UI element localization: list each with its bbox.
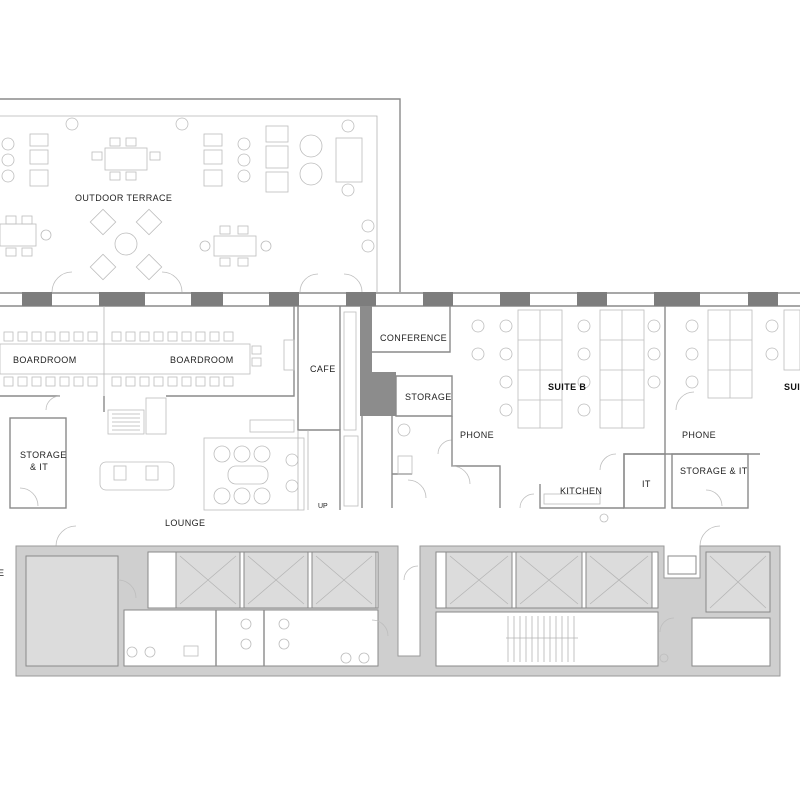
storage-room: STORAGE	[372, 372, 453, 417]
window-pier	[423, 292, 453, 306]
terrace-furniture	[0, 117, 375, 293]
suite-b-workstations	[471, 309, 661, 429]
window-pier	[577, 292, 607, 306]
restroom-suite-b	[361, 416, 453, 508]
lounge-label: LOUNGE	[165, 518, 205, 528]
conference-room: CONFERENCE	[360, 306, 451, 416]
phone-1-label: PHONE	[460, 430, 494, 440]
kitchen-label: KITCHEN	[560, 486, 602, 496]
storage-it-left-label-line1: STORAGE	[20, 450, 67, 460]
phone-room-2: PHONE	[665, 391, 760, 455]
core-room-left	[25, 555, 119, 667]
window-pier	[22, 292, 52, 306]
storage-it-right-label: STORAGE & IT	[680, 466, 748, 476]
cafe-label: CAFE	[310, 364, 336, 374]
window-pier	[748, 292, 778, 306]
kitchen-room: KITCHEN	[539, 453, 624, 523]
building-perimeter	[0, 292, 800, 307]
boardroom-1-label: BOARDROOM	[13, 355, 77, 365]
boardroom-2-label: BOARDROOM	[170, 355, 234, 365]
elevator-bank-right	[445, 551, 653, 609]
core-stairs	[435, 611, 659, 667]
lounge-furniture	[99, 419, 305, 511]
edge-cut-label: E	[0, 568, 4, 578]
phone-2-label: PHONE	[682, 430, 716, 440]
elevator-bank-left	[175, 551, 377, 609]
window-pier	[346, 292, 376, 306]
window-pier	[500, 292, 530, 306]
conference-label: CONFERENCE	[380, 333, 447, 343]
stair-up-label: UP	[318, 503, 328, 510]
boardroom-chairs	[3, 331, 262, 387]
storage-it-left-label-line2: & IT	[30, 462, 48, 472]
suite-right-label: SUIT	[784, 382, 800, 392]
suite-b-area: SUITE B	[471, 306, 666, 508]
lounge-area: LOUNGE	[99, 419, 305, 528]
phone-room-1: PHONE	[451, 416, 501, 508]
restrooms-core	[123, 609, 389, 667]
suite-right-area: SUIT	[685, 309, 800, 399]
suite-b-label: SUITE B	[548, 382, 586, 392]
storage-it-right-room: STORAGE & IT	[671, 453, 749, 509]
outdoor-terrace-label: OUTDOOR TERRACE	[75, 193, 172, 203]
it-label: IT	[642, 479, 651, 489]
suite-right-workstations	[685, 309, 800, 399]
outdoor-terrace-area: OUTDOOR TERRACE	[0, 98, 401, 293]
window-pier	[191, 292, 223, 306]
building-core	[15, 545, 781, 677]
window-pier	[99, 292, 145, 306]
storage-label: STORAGE	[405, 392, 452, 402]
it-room: IT	[623, 453, 666, 509]
window-pier	[654, 292, 700, 306]
window-pier	[269, 292, 299, 306]
cafe-room: CAFE UP	[283, 306, 359, 510]
corridor-doors	[45, 395, 721, 547]
boardroom-area: BOARDROOM BOARDROOM	[0, 306, 295, 435]
storage-it-left-room: STORAGE & IT	[9, 417, 67, 509]
